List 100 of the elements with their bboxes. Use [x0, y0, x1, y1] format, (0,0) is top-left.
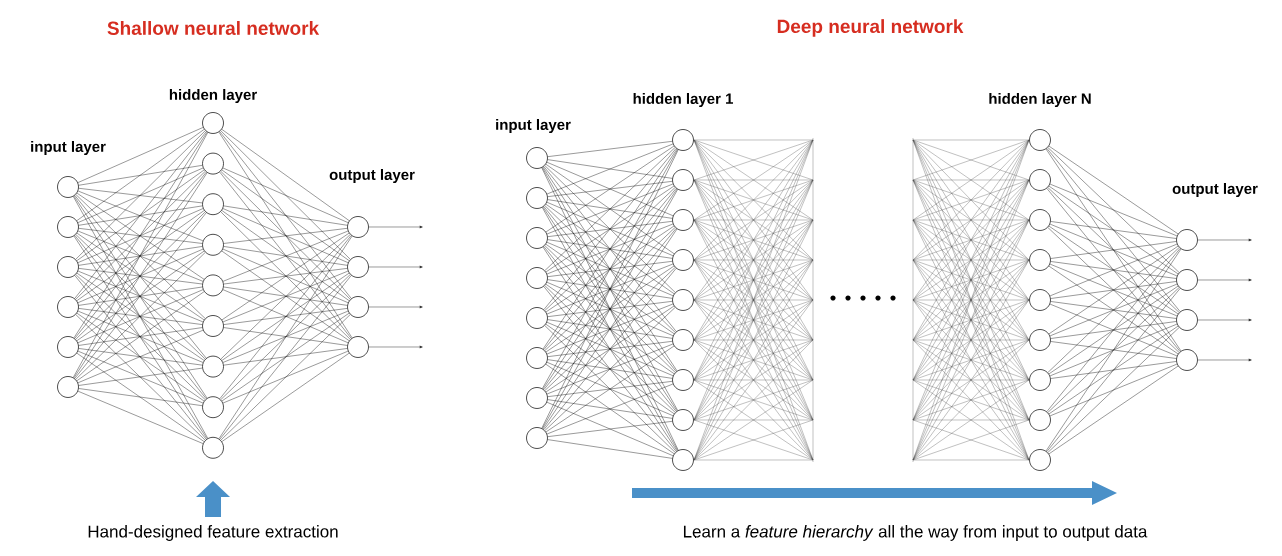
connection-line	[78, 327, 203, 346]
neuron-circle	[202, 274, 224, 297]
neuron-circle	[202, 112, 224, 134]
connection-line	[220, 130, 351, 260]
connection-line	[77, 248, 204, 303]
connection-line	[78, 268, 203, 285]
connection-line	[543, 166, 677, 332]
connection-line	[77, 167, 204, 223]
connection-line	[1045, 248, 1182, 452]
connection-line	[545, 305, 675, 393]
connection-line	[223, 308, 348, 325]
connection-line	[222, 230, 349, 282]
connection-line	[76, 353, 205, 442]
arrow	[368, 225, 423, 229]
connection-line	[545, 244, 675, 334]
neuron-circle	[1176, 269, 1198, 291]
connection-line	[223, 246, 348, 266]
neuron-circle	[526, 427, 548, 449]
neuron-circle	[1029, 369, 1051, 391]
neuron-circle	[1176, 349, 1198, 371]
connection-line	[76, 210, 205, 301]
connection-line	[1050, 281, 1177, 299]
connection-line	[543, 268, 677, 430]
connection-line	[547, 399, 673, 419]
connection-line	[546, 242, 674, 296]
neuron-circle	[202, 315, 224, 337]
neuron-circle	[1029, 249, 1051, 271]
connection-line	[544, 205, 676, 333]
connection-line	[1049, 183, 1178, 237]
connection-line	[1049, 363, 1178, 417]
neuron-circle	[672, 369, 694, 391]
connection-line	[223, 327, 348, 346]
connection-line	[73, 235, 208, 439]
arrow	[368, 345, 423, 349]
caption: Hand-designed feature extraction	[88, 525, 338, 541]
connection-line	[1050, 361, 1177, 379]
connection-line	[542, 246, 678, 452]
neuron-circle	[672, 129, 694, 151]
layer-label: hidden layer N	[989, 93, 1091, 107]
arrow	[1197, 238, 1252, 242]
connection-line	[74, 195, 207, 359]
connection-line	[543, 148, 677, 310]
connection-line	[547, 381, 673, 397]
connection-line	[77, 310, 204, 363]
connection-line	[219, 275, 352, 440]
connection-line	[1046, 188, 1181, 352]
neuron-circle	[57, 336, 79, 358]
neuron-circle	[1029, 169, 1051, 191]
connection-line	[546, 162, 674, 216]
neuron-circle	[526, 347, 548, 369]
neuron-circle	[202, 152, 224, 175]
layer-label: input layer	[496, 119, 571, 133]
connection-line	[543, 246, 677, 412]
connection-line	[1048, 265, 1179, 355]
connection-line	[77, 330, 204, 383]
connection-line	[73, 172, 208, 379]
connection-line	[222, 289, 349, 343]
title: Shallow neural network	[107, 21, 320, 35]
connection-line	[76, 272, 205, 361]
connection-line	[547, 319, 673, 339]
connection-line	[218, 131, 353, 339]
connection-line	[221, 312, 350, 402]
connection-line	[542, 207, 678, 451]
connection-line	[542, 148, 678, 350]
connection-line	[219, 235, 352, 399]
neuron-circle	[57, 376, 79, 398]
connection-line	[1050, 261, 1177, 279]
connection-line	[1045, 148, 1182, 352]
connection-line	[1047, 227, 1180, 353]
neuron-circle	[57, 176, 79, 198]
connection-line	[219, 171, 352, 339]
connection-line	[546, 383, 674, 435]
connection-line	[75, 211, 206, 340]
connection-line	[77, 350, 204, 404]
neuron-circle	[202, 436, 224, 459]
connection-line	[1046, 148, 1181, 312]
connection-line	[547, 341, 673, 357]
connection-line	[76, 169, 205, 261]
connection-line	[547, 261, 673, 277]
connection-line	[546, 282, 674, 336]
connection-line	[1046, 248, 1181, 412]
neuron-circle	[672, 249, 694, 271]
neuron-circle	[672, 209, 694, 231]
neuron-circle	[202, 355, 224, 378]
connection-line	[546, 183, 674, 235]
connection-line	[222, 167, 349, 223]
connection-line	[78, 388, 203, 406]
connection-line	[543, 206, 677, 372]
connection-line	[77, 127, 204, 183]
connection-line	[546, 343, 674, 395]
connection-line	[221, 129, 350, 221]
connection-line	[73, 195, 208, 399]
connection-line	[78, 308, 203, 325]
neuron-circle	[202, 233, 224, 256]
connection-line	[547, 181, 673, 197]
connection-line	[1049, 303, 1178, 357]
connection-line	[78, 205, 203, 226]
connection-line	[218, 235, 353, 439]
connection-line	[222, 208, 349, 263]
connection-line	[1048, 365, 1179, 455]
